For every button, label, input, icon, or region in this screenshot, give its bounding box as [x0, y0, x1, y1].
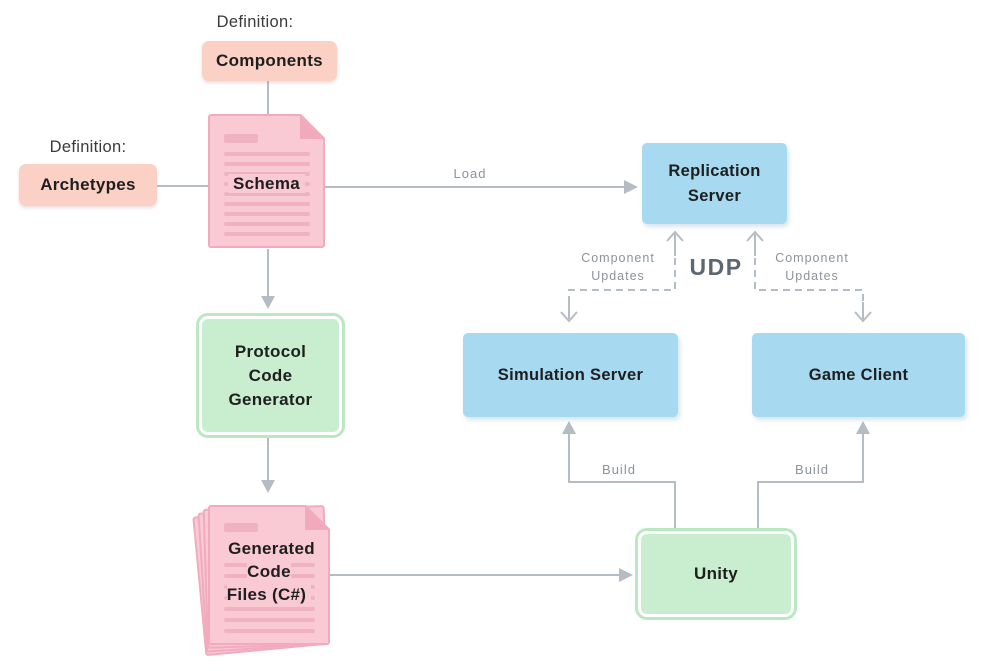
node-archetypes-label: Archetypes — [40, 175, 136, 194]
node-generated-code-files: Generated Code Files (C#) — [192, 505, 330, 657]
edge-udp-left-dashed — [568, 258, 676, 302]
edge-udp-right-dashed — [754, 258, 864, 302]
document-title-block — [224, 134, 258, 143]
node-protocol-code-generator: Protocol Code Generator — [199, 316, 342, 435]
edge-label-load: Load — [453, 166, 487, 181]
arrowhead-build-left-icon — [562, 421, 576, 434]
open-arrow-down-left-icon — [560, 302, 578, 323]
open-arrow-down-right-icon — [854, 302, 872, 323]
document-page: Generated Code Files (C#) — [208, 505, 330, 645]
definition-caption-components: Definition: — [216, 13, 294, 31]
open-arrow-up-right-icon — [746, 230, 764, 256]
node-components: Components — [202, 41, 337, 81]
node-simulation-server: Simulation Server — [463, 333, 678, 417]
node-generated-code-files-label: Generated Code Files (C#) — [208, 537, 330, 606]
document-title-block — [224, 523, 258, 532]
edge-label-udp: UDP — [689, 254, 743, 280]
node-components-label: Components — [216, 51, 323, 70]
node-replication-server-label: Replication Server — [668, 161, 761, 205]
edge-unity-build-simulation — [568, 434, 676, 529]
node-schema-label: Schema — [208, 172, 325, 195]
node-simulation-server-label: Simulation Server — [497, 365, 644, 384]
node-game-client-label: Game Client — [808, 365, 909, 384]
document-page: Schema — [208, 114, 325, 248]
document-fold-corner-icon — [300, 116, 323, 139]
edge-label-component-updates-right: Component Updates — [775, 251, 849, 283]
edge-label-build-left: Build — [602, 462, 636, 477]
node-schema-document: Schema — [208, 114, 325, 248]
edge-label-component-updates-left: Component Updates — [581, 251, 655, 283]
arrowhead-load-icon — [624, 180, 638, 194]
arrowhead-build-right-icon — [856, 421, 870, 434]
edge-unity-build-gameclient — [757, 434, 864, 529]
node-protocol-code-generator-label: Protocol Code Generator — [228, 341, 313, 409]
node-unity-label: Unity — [694, 564, 738, 583]
arrowhead-generator-files-icon — [261, 480, 275, 493]
node-game-client: Game Client — [752, 333, 965, 417]
edge-label-build-right: Build — [795, 462, 829, 477]
node-archetypes: Archetypes — [19, 164, 157, 206]
open-arrow-up-left-icon — [666, 230, 684, 256]
arrowhead-schema-generator-icon — [261, 296, 275, 309]
node-unity: Unity — [638, 531, 794, 617]
node-replication-server: Replication Server — [642, 143, 787, 224]
definition-caption-archetypes: Definition: — [49, 138, 127, 156]
arrowhead-files-unity-icon — [619, 568, 633, 582]
